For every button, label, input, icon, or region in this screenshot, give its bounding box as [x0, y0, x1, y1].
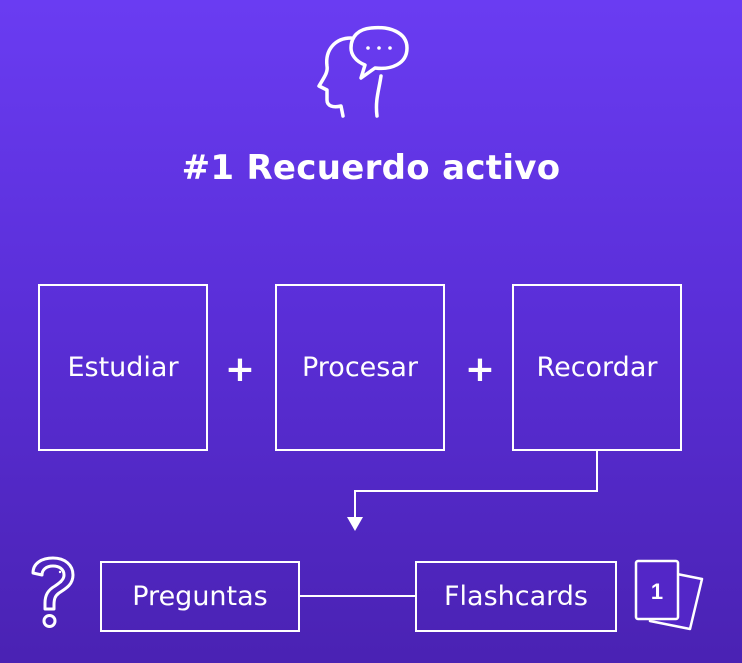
flashcards-icon: 1	[634, 559, 704, 631]
head-speech-bubble-icon	[317, 25, 409, 118]
result-label: Flashcards	[444, 581, 588, 612]
result-label: Preguntas	[132, 581, 268, 612]
step-label: Procesar	[301, 352, 418, 383]
step-box-estudiar: Estudiar	[38, 284, 208, 451]
result-box-preguntas: Preguntas	[100, 561, 300, 632]
question-mark-icon	[31, 556, 75, 628]
step-box-procesar: Procesar	[275, 284, 445, 451]
plus-sign: +	[464, 349, 496, 390]
result-box-flashcards: Flashcards	[415, 561, 617, 632]
step-label: Recordar	[536, 352, 658, 383]
flashcard-number: 1	[651, 579, 663, 604]
step-label: Estudiar	[67, 352, 179, 383]
slide-title: #1 Recuerdo activo	[181, 148, 561, 188]
step-box-recordar: Recordar	[512, 284, 682, 451]
plus-sign: +	[224, 349, 256, 390]
